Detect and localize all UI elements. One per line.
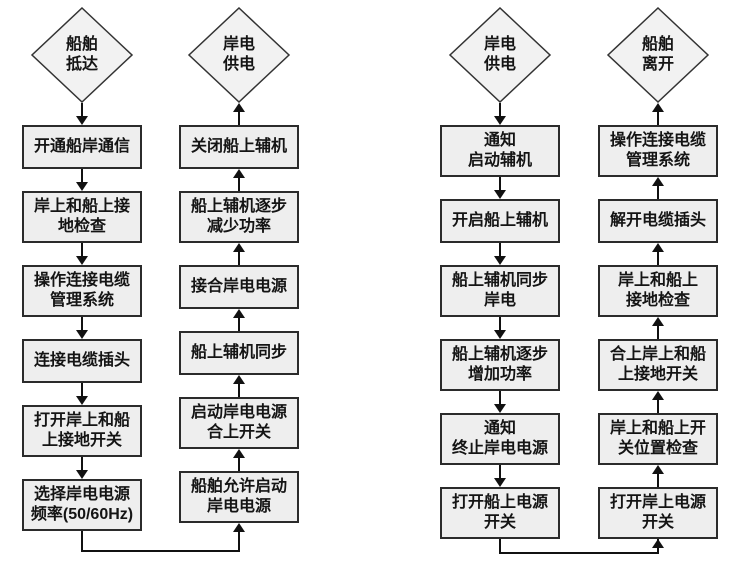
flow-arrow-up [652, 243, 664, 265]
process-step: 船舶允许启动 岸电电源 [179, 471, 299, 523]
process-step: 打开岸上和船 上接地开关 [22, 405, 142, 457]
column-aux-restart-steps: 岸电 供电 通知 启动辅机 开启船上辅机 船上辅机同步 岸电 船上辅机逐步 增加… [440, 7, 560, 539]
process-step: 岸上和船上 接地检查 [598, 265, 718, 317]
u-connector-right [499, 539, 659, 554]
flow-arrow-up [652, 539, 664, 548]
flow-arrow-down [494, 243, 506, 265]
process-step: 选择岸电电源 频率(50/60Hz) [22, 479, 142, 531]
flow-arrow-up [652, 103, 664, 125]
terminal-shore-power-supply: 岸电 供电 [179, 7, 299, 103]
process-step: 接合岸电电源 [179, 265, 299, 309]
flow-arrow-up [233, 169, 245, 191]
diamond-shape [448, 7, 552, 103]
flow-arrow-down [76, 103, 88, 125]
process-step: 船上辅机同步 [179, 331, 299, 375]
flow-arrow-down [494, 391, 506, 413]
diamond-shape [187, 7, 291, 103]
process-step: 操作连接电缆 管理系统 [598, 125, 718, 177]
process-step: 连接电缆插头 [22, 339, 142, 383]
flow-arrow-down [76, 317, 88, 339]
diamond-shape [30, 7, 134, 103]
process-step: 启动岸电电源 合上开关 [179, 397, 299, 449]
flow-arrow-up [233, 243, 245, 265]
flow-arrow-up [233, 309, 245, 331]
process-step: 通知 启动辅机 [440, 125, 560, 177]
process-step: 船上辅机逐步 增加功率 [440, 339, 560, 391]
column-ship-departure-steps: 船舶 离开 操作连接电缆 管理系统 解开电缆插头 岸上和船上 接地检查 合上岸上… [598, 7, 718, 539]
terminal-ship-departs: 船舶 离开 [598, 7, 718, 103]
process-step: 操作连接电缆 管理系统 [22, 265, 142, 317]
flow-arrow-up [652, 465, 664, 487]
flow-arrow-down [494, 317, 506, 339]
terminal-label: 船舶 离开 [641, 36, 674, 73]
flow-arrow-down [76, 243, 88, 265]
flow-arrow-down [76, 457, 88, 479]
terminal-label: 岸电 供电 [483, 36, 516, 73]
process-step: 解开电缆插头 [598, 199, 718, 243]
flow-arrow-up [233, 449, 245, 471]
terminal-label: 岸电 供电 [222, 36, 255, 73]
u-connector-left [81, 531, 240, 552]
flow-arrow-down [76, 169, 88, 191]
flow-arrow-up [652, 317, 664, 339]
flow-arrow-down [494, 465, 506, 487]
process-step: 岸上和船上开 关位置检查 [598, 413, 718, 465]
flow-arrow-up [233, 103, 245, 125]
process-step: 合上岸上和船 上接地开关 [598, 339, 718, 391]
diamond-shape [606, 7, 710, 103]
process-step: 关闭船上辅机 [179, 125, 299, 169]
process-step: 开启船上辅机 [440, 199, 560, 243]
column-shore-power-on-steps: 岸电 供电 关闭船上辅机 船上辅机逐步 减少功率 接合岸电电源 船上辅机同步 启… [179, 7, 299, 523]
process-step: 岸上和船上接 地检查 [22, 191, 142, 243]
column-ship-arrival-steps: 船舶 抵达 开通船岸通信 岸上和船上接 地检查 操作连接电缆 管理系统 连接电缆… [22, 7, 142, 531]
flow-arrow-down [76, 383, 88, 405]
flow-arrow-down [494, 177, 506, 199]
flow-arrow-up [652, 177, 664, 199]
flow-arrow-up [233, 523, 245, 532]
process-step: 打开岸上电源 开关 [598, 487, 718, 539]
flow-arrow-up [652, 391, 664, 413]
terminal-ship-arrives: 船舶 抵达 [22, 7, 142, 103]
flow-arrow-up [233, 375, 245, 397]
process-step: 通知 终止岸电电源 [440, 413, 560, 465]
terminal-shore-power-supply-2: 岸电 供电 [440, 7, 560, 103]
process-step: 开通船岸通信 [22, 125, 142, 169]
flow-arrow-down [494, 103, 506, 125]
process-step: 船上辅机逐步 减少功率 [179, 191, 299, 243]
process-step: 船上辅机同步 岸电 [440, 265, 560, 317]
terminal-label: 船舶 抵达 [65, 36, 98, 73]
process-step: 打开船上电源 开关 [440, 487, 560, 539]
